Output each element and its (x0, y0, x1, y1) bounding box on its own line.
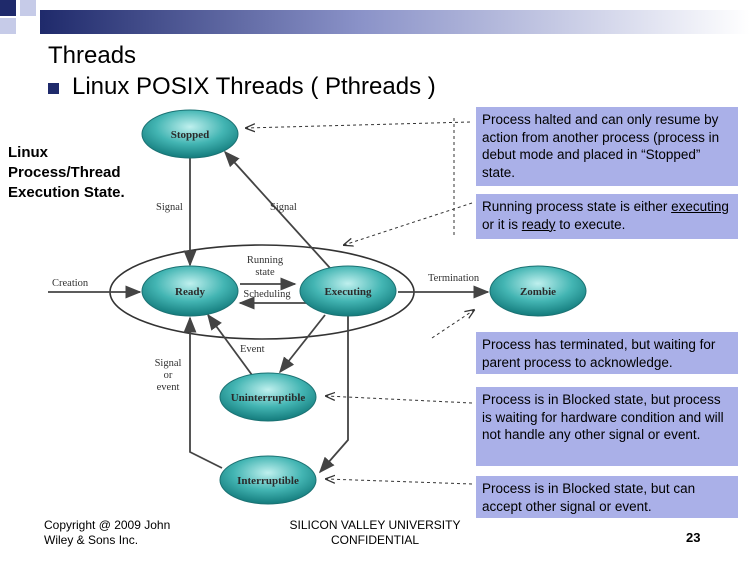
note-running: Running process state is either executin… (476, 194, 738, 239)
bullet-square-icon (48, 83, 59, 94)
title-bar-decoration (0, 0, 750, 34)
termination-label: Termination (428, 273, 480, 284)
state-zombie (489, 265, 587, 317)
state-executing-label: Executing (324, 286, 372, 298)
note-zombie: Process has terminated, but waiting for … (476, 332, 738, 374)
running-state-label-1: Running (247, 255, 284, 266)
state-uninterruptible (219, 372, 317, 422)
signal-or-event-label-1: Signal (155, 358, 182, 369)
scheduling-label: Scheduling (243, 289, 291, 300)
executing-underlined: executing (671, 199, 729, 214)
slide-title: Threads (48, 42, 137, 69)
executing-to-uninterruptible-arrow (278, 314, 326, 374)
state-uninterruptible-label: Uninterruptible (231, 392, 306, 404)
creation-label: Creation (52, 278, 89, 289)
stopped-note-leader (246, 121, 471, 128)
footer-confidential: SILICON VALLEY UNIVERSITY CONFIDENTIAL (289, 518, 461, 547)
ready-underlined: ready (521, 216, 556, 232)
uninterruptible-to-ready-arrow (207, 313, 253, 376)
state-interruptible-label: Interruptible (237, 475, 299, 487)
footer-copyright: Copyright @ 2009 John Wiley & Sons Inc. (44, 518, 171, 547)
running-state-label-2: state (255, 267, 275, 278)
executing-to-interruptible-arrow (318, 314, 349, 474)
state-interruptible (219, 455, 317, 505)
state-ready (141, 265, 239, 317)
state-stopped (141, 109, 239, 159)
interruptible-note-leader (326, 479, 473, 485)
state-stopped-label: Stopped (171, 129, 210, 141)
state-executing (299, 265, 397, 317)
signal-right-label: Signal (270, 202, 297, 213)
side-label: Linux Process/Thread Execution State. (8, 144, 125, 201)
signal-left-label: Signal (156, 202, 183, 213)
zombie-note-leader (431, 310, 474, 339)
running-note-leader (344, 202, 473, 245)
note-uninterruptible: Process is in Blocked state, but process… (476, 387, 738, 466)
note-stopped: Process halted and can only resume by ac… (476, 107, 738, 186)
signal-or-event-label-3: event (157, 382, 180, 393)
state-ready-label: Ready (175, 286, 205, 298)
signal-or-event-label-2: or (164, 370, 173, 381)
state-zombie-label: Zombie (520, 286, 556, 298)
interruptible-to-ready-arrow (183, 316, 223, 469)
slide-subtitle: Linux POSIX Threads ( Pthreads ) (72, 73, 436, 100)
event-label: Event (240, 344, 265, 355)
note-interruptible: Process is in Blocked state, but can acc… (476, 476, 738, 518)
uninterruptible-note-leader (326, 396, 473, 404)
executing-to-stopped-arrow (223, 150, 331, 269)
page-number: 23 (686, 530, 701, 545)
